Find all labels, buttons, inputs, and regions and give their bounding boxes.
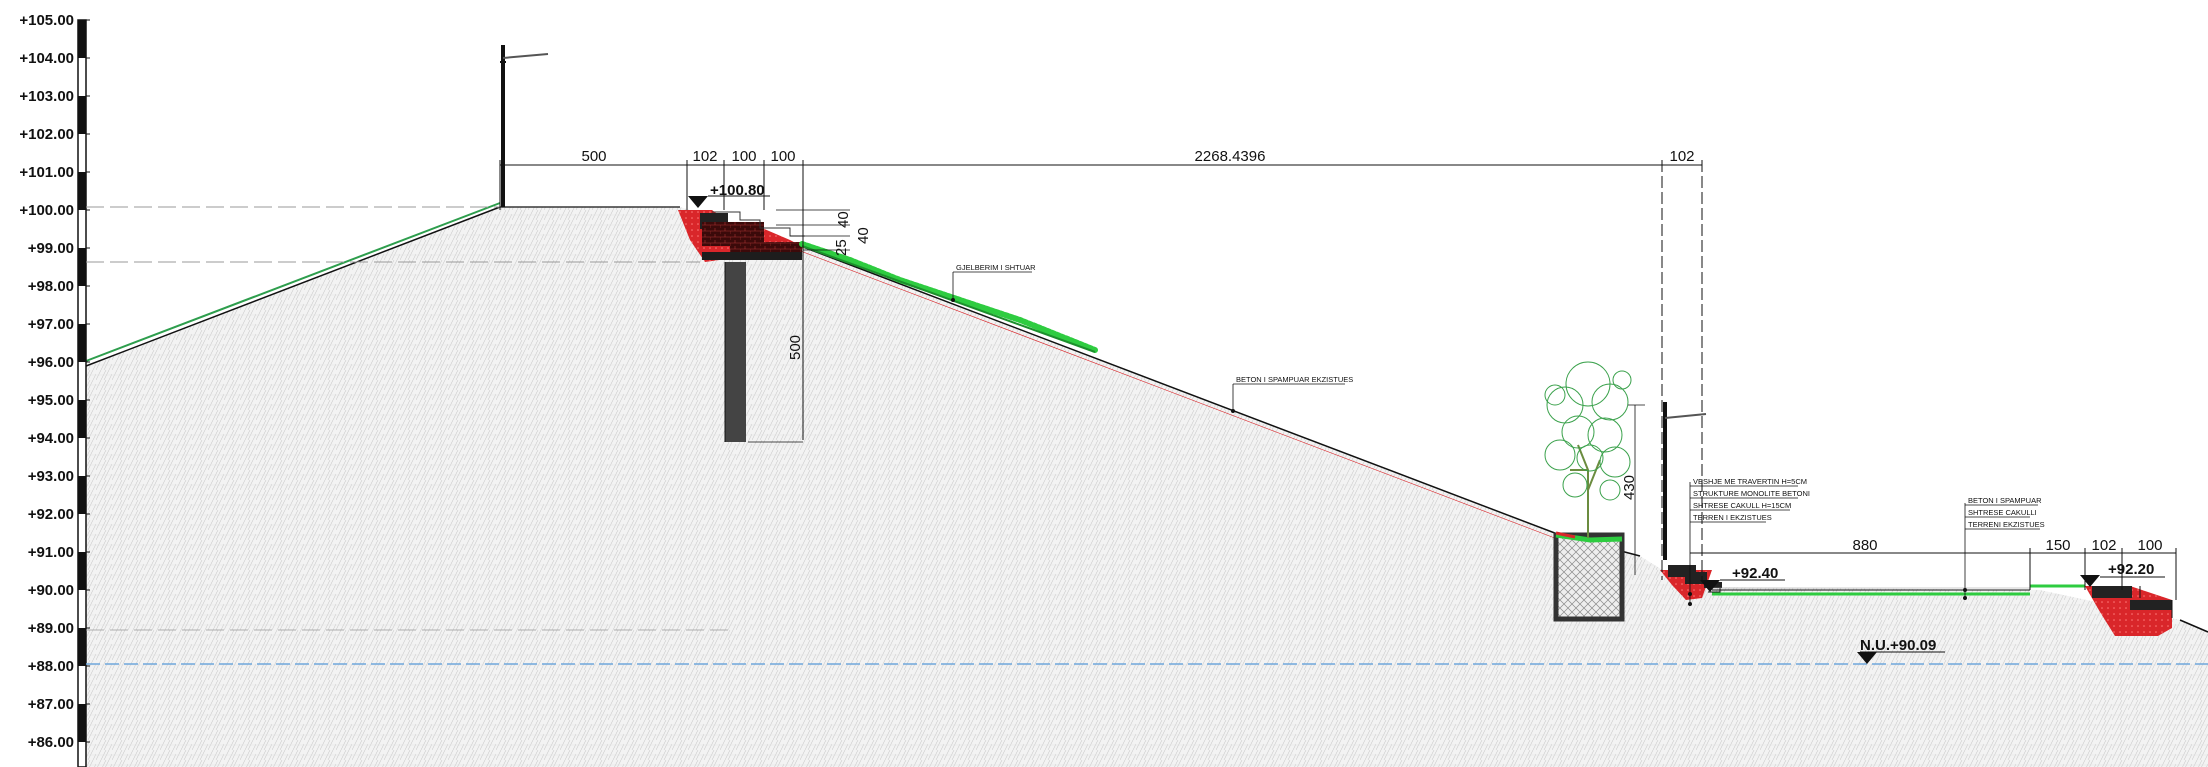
svg-text:TERREN I EKZISTUES: TERREN I EKZISTUES (1693, 513, 1772, 522)
lamp-post-left (500, 45, 549, 207)
lamp-post-right (1663, 402, 1707, 560)
dim-102-r: 102 (2091, 537, 2116, 554)
scale-segment (78, 172, 86, 210)
scale-segment (78, 704, 86, 742)
scale-segment (78, 552, 86, 590)
tree-pit (1553, 531, 1625, 622)
svg-text:N.U.+90.09: N.U.+90.09 (1860, 637, 1936, 654)
elevation-label: +100.00 (19, 202, 74, 219)
scale-segment (78, 628, 86, 666)
ground-section (86, 207, 2208, 767)
elevation-label: +105.00 (19, 12, 74, 29)
svg-text:TERRENI EKZISTUES: TERRENI EKZISTUES (1968, 520, 2045, 529)
svg-text:SHTRESE CAKULLI: SHTRESE CAKULLI (1968, 508, 2037, 517)
elevation-label: +95.00 (28, 392, 74, 409)
scale-segment (78, 20, 86, 58)
dim-100-b: 100 (770, 148, 795, 165)
elevation-label: +99.00 (28, 240, 74, 257)
level-marker-top: +100.80 (688, 182, 770, 208)
elevation-label: +97.00 (28, 316, 74, 333)
mid-terrace-structure (1660, 565, 1722, 600)
dim-100-r: 100 (2137, 537, 2162, 554)
elevation-label: +96.00 (28, 354, 74, 371)
elevation-scale: +105.00 +104.00 +103.00 +102.00 +101.00 +100.… (19, 12, 90, 767)
note-concrete: BETON I SPAMPUAR EKZISTUES (1231, 375, 1353, 413)
dim-2268: 2268.4396 (1195, 148, 1266, 165)
foundation-pile (725, 262, 746, 442)
note-greenery: GJELBERIM I SHTUAR (951, 263, 1036, 302)
svg-text:VESHJE ME TRAVERTIN H=5CM: VESHJE ME TRAVERTIN H=5CM (1693, 477, 1807, 486)
elevation-label: +102.00 (19, 126, 74, 143)
scale-segment (78, 324, 86, 362)
dim-100-a: 100 (731, 148, 756, 165)
elevation-label: +101.00 (19, 164, 74, 181)
note-layers-left: VESHJE ME TRAVERTIN H=5CM STRUKTURE MONO… (1688, 477, 1810, 606)
elevation-label: +93.00 (28, 468, 74, 485)
svg-text:BETON I SPAMPUAR: BETON I SPAMPUAR (1968, 496, 2042, 505)
dim-40-a: 40 (835, 211, 852, 228)
elevation-label: +104.00 (19, 50, 74, 67)
elevation-label: +86.00 (28, 734, 74, 751)
scale-segment (78, 400, 86, 438)
elevation-label: +91.00 (28, 544, 74, 561)
top-terrace-structure (678, 210, 805, 262)
dim-150: 150 (2045, 537, 2070, 554)
svg-text:+100.80: +100.80 (710, 182, 765, 199)
svg-text:BETON I SPAMPUAR EKZISTUES: BETON I SPAMPUAR EKZISTUES (1236, 375, 1353, 384)
elevation-label: +94.00 (28, 430, 74, 447)
scale-segment (78, 248, 86, 286)
scale-segment (78, 96, 86, 134)
dim-25: 25 (833, 239, 850, 256)
svg-text:SHTRESE CAKULL H=15CM: SHTRESE CAKULL H=15CM (1693, 501, 1791, 510)
elevation-label: +88.00 (28, 658, 74, 675)
level-marker-right: +92.20 (2080, 561, 2165, 587)
svg-text:STRUKTURE MONOLITE BETONI: STRUKTURE MONOLITE BETONI (1693, 489, 1810, 498)
tree (1544, 361, 1632, 538)
left-embankment-line (85, 206, 501, 367)
elevation-label: +89.00 (28, 620, 74, 637)
dim-880: 880 (1852, 537, 1877, 554)
elevation-label: +98.00 (28, 278, 74, 295)
scale-segment (78, 476, 86, 514)
dim-102-left: 102 (692, 148, 717, 165)
elevation-label: +92.00 (28, 506, 74, 523)
dim-500: 500 (581, 148, 606, 165)
dim-40-b: 40 (855, 227, 872, 244)
svg-text:+92.20: +92.20 (2108, 561, 2154, 578)
dim-102-right: 102 (1669, 148, 1694, 165)
elevation-label: +87.00 (28, 696, 74, 713)
dim-430: 430 (1621, 475, 1638, 500)
elevation-label: +90.00 (28, 582, 74, 599)
svg-text:GJELBERIM I SHTUAR: GJELBERIM I SHTUAR (956, 263, 1036, 272)
top-dimension-chain (499, 160, 1703, 580)
right-dimension-chain (1690, 548, 2177, 600)
level-marker-mid: +92.40 (1700, 565, 1785, 592)
dim-pile-500: 500 (787, 335, 804, 360)
grass-strip-upper (799, 241, 1098, 353)
svg-text:+92.40: +92.40 (1732, 565, 1778, 582)
note-layers-right: BETON I SPAMPUAR SHTRESE CAKULLI TERRENI… (1963, 496, 2045, 600)
water-level-marker: N.U.+90.09 (1857, 637, 1945, 664)
elevation-label: +103.00 (19, 88, 74, 105)
